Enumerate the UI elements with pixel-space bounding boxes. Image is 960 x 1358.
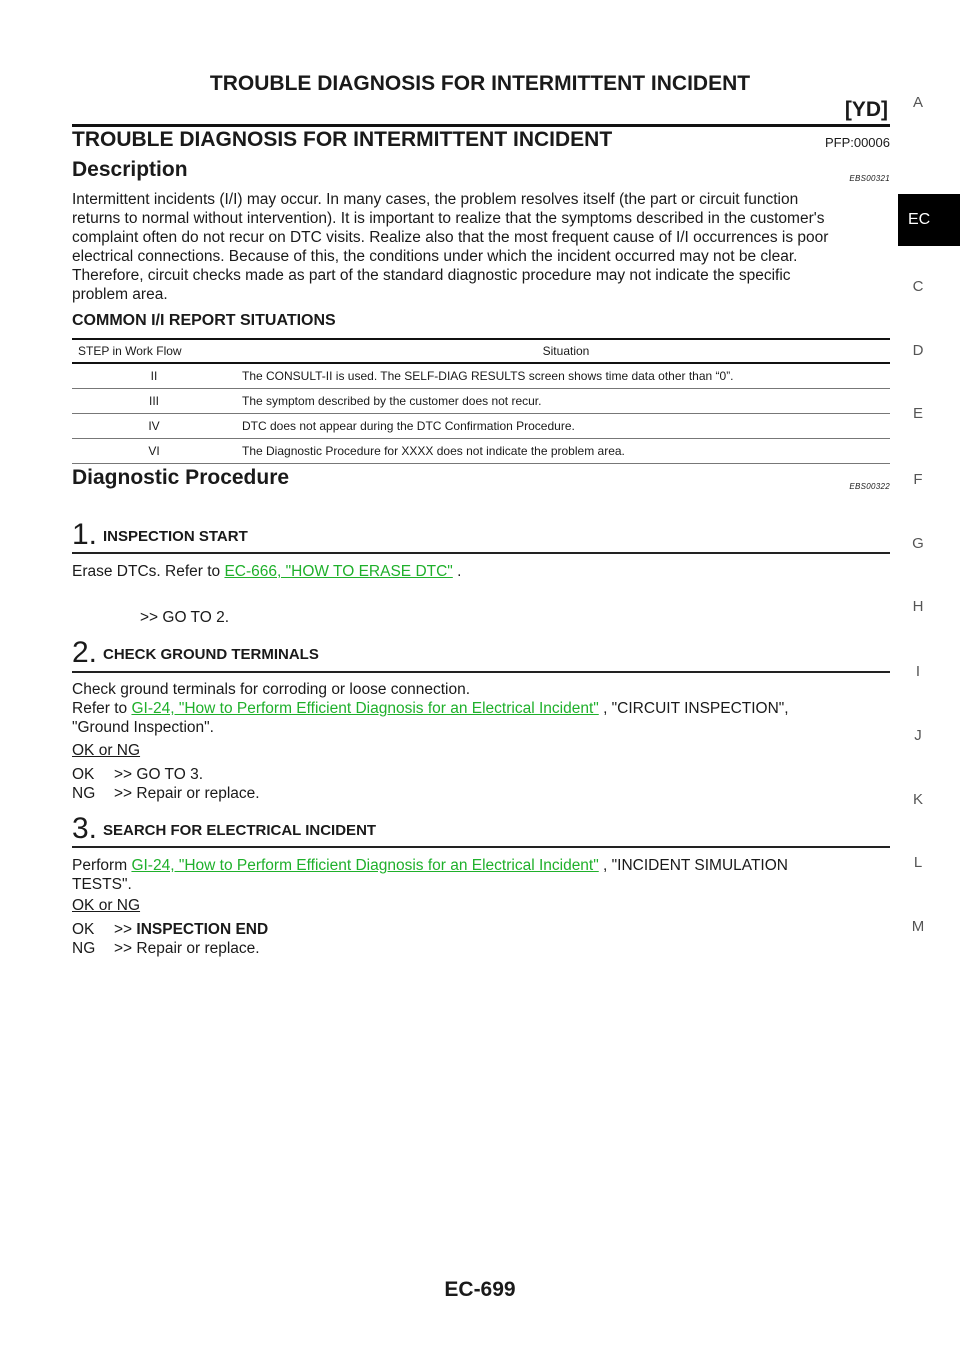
step-3-number: 3. (72, 812, 98, 845)
situation-cell: The symptom described by the customer do… (236, 388, 890, 414)
step-2-refer-end: , "CIRCUIT INSPECTION", (598, 700, 789, 717)
step-2-ok-ng-label: OK or NG (72, 742, 141, 759)
step-3-ok-response: OK >> INSPECTION END (72, 921, 268, 939)
table-row: VI The Diagnostic Procedure for XXXX doe… (72, 438, 890, 464)
ng-key: NG (72, 940, 96, 957)
section-index-l[interactable]: L (913, 854, 923, 871)
description-paragraph: Intermittent incidents (I/I) may occur. … (72, 190, 890, 304)
step-1-text-end: . (452, 563, 462, 580)
section-index-i[interactable]: I (915, 663, 921, 680)
step-1-instruction: Erase DTCs. Refer to EC-666, "HOW TO ERA… (72, 563, 461, 581)
gi-24-link[interactable]: GI-24, "How to Perform Efficient Diagnos… (131, 700, 599, 717)
description-line: electrical connections. Because of this,… (72, 248, 798, 265)
description-ref-code: EBS00321 (849, 174, 890, 183)
step-2-ng-response: NG >> Repair or replace. (72, 785, 260, 803)
ng-key: NG (72, 785, 96, 802)
step-cell: II (72, 363, 236, 389)
section-index-ec-active[interactable]: EC (898, 194, 960, 246)
table-row: III The symptom described by the custome… (72, 388, 890, 414)
running-header-title: TROUBLE DIAGNOSIS FOR INTERMITTENT INCID… (209, 72, 751, 95)
section-index-h[interactable]: H (912, 598, 924, 615)
step-1-number: 1. (72, 518, 98, 551)
step-3-line-1: Perform GI-24, "How to Perform Efficient… (72, 857, 890, 875)
step-cell: IV (72, 413, 236, 439)
section-index-d[interactable]: D (912, 342, 924, 359)
step-2-ok-response: OK >> GO TO 3. (72, 766, 203, 784)
step-3-line-2: TESTS". (72, 876, 132, 893)
description-line: Intermittent incidents (I/I) may occur. … (72, 191, 799, 208)
ok-value: INSPECTION END (136, 921, 269, 938)
section-index-a[interactable]: A (912, 94, 923, 111)
ng-value: >> Repair or replace. (114, 940, 260, 957)
description-line: Therefore, circuit checks made as part o… (72, 267, 791, 284)
column-header-step: STEP in Work Flow (72, 338, 236, 364)
step-cell: III (72, 388, 236, 414)
model-code: [YD] (844, 98, 888, 121)
header-divider (72, 124, 890, 127)
section-index-m[interactable]: M (911, 918, 925, 935)
step-1-divider (72, 552, 890, 554)
step-2-title: CHECK GROUND TERMINALS (103, 646, 319, 663)
step-3-ng-response: NG >> Repair or replace. (72, 940, 260, 958)
section-index-k[interactable]: K (912, 791, 923, 808)
situation-cell: The Diagnostic Procedure for XXXX does n… (236, 438, 890, 464)
report-situations-table: STEP in Work Flow Situation II The CONSU… (72, 338, 890, 464)
step-3-perform-end: , "INCIDENT SIMULATION (598, 857, 788, 874)
table-header-row: STEP in Work Flow Situation (72, 338, 890, 364)
pfp-code: PFP:00006 (824, 135, 890, 150)
description-line: problem area. (72, 286, 168, 303)
step-2-line-2: Refer to GI-24, "How to Perform Efficien… (72, 700, 890, 718)
step-3-title: SEARCH FOR ELECTRICAL INCIDENT (103, 822, 377, 839)
ng-value: >> Repair or replace. (114, 785, 260, 802)
report-situations-heading: COMMON I/I REPORT SITUATIONS (72, 312, 336, 329)
section-index-g[interactable]: G (912, 535, 924, 552)
step-1-text: Erase DTCs. Refer to (72, 563, 225, 580)
column-header-situation: Situation (236, 338, 890, 364)
erase-dtc-link[interactable]: EC-666, "HOW TO ERASE DTC" (224, 563, 453, 580)
step-2-line-1: Check ground terminals for corroding or … (72, 681, 471, 698)
section-index-f[interactable]: F (913, 471, 923, 488)
step-3-perform: Perform (72, 857, 132, 874)
description-line: returns to normal without intervention).… (72, 210, 825, 227)
diagnostic-heading: Diagnostic Procedure (72, 466, 290, 489)
step-2-divider (72, 671, 890, 673)
ok-key: OK (72, 766, 95, 783)
situation-cell: The CONSULT-II is used. The SELF-DIAG RE… (236, 363, 890, 389)
ok-key: OK (72, 921, 95, 938)
step-1-goto: >> GO TO 2. (140, 609, 230, 626)
section-index-e[interactable]: E (912, 405, 923, 422)
section-title: TROUBLE DIAGNOSIS FOR INTERMITTENT INCID… (72, 128, 613, 151)
gi-24-link[interactable]: GI-24, "How to Perform Efficient Diagnos… (131, 857, 599, 874)
step-2-line-3: "Ground Inspection". (72, 719, 214, 736)
step-cell: VI (72, 438, 236, 464)
ok-value: >> GO TO 3. (114, 766, 204, 783)
description-line: complaint often do not recur on DTC visi… (72, 229, 829, 246)
situation-cell: DTC does not appear during the DTC Confi… (236, 413, 890, 439)
step-1-title: INSPECTION START (103, 528, 248, 545)
step-3-ok-ng-label: OK or NG (72, 897, 141, 914)
diagnostic-ref-code: EBS00322 (849, 482, 890, 491)
step-3-divider (72, 846, 890, 848)
page-number: EC-699 (444, 1278, 516, 1301)
section-index-c[interactable]: C (912, 278, 924, 295)
table-row: IV DTC does not appear during the DTC Co… (72, 413, 890, 439)
table-row: II The CONSULT-II is used. The SELF-DIAG… (72, 363, 890, 389)
section-index-j[interactable]: J (914, 727, 922, 744)
ok-arrow: >> (114, 921, 133, 938)
step-2-refer: Refer to (72, 700, 132, 717)
description-heading: Description (72, 158, 188, 181)
step-2-number: 2. (72, 636, 98, 669)
